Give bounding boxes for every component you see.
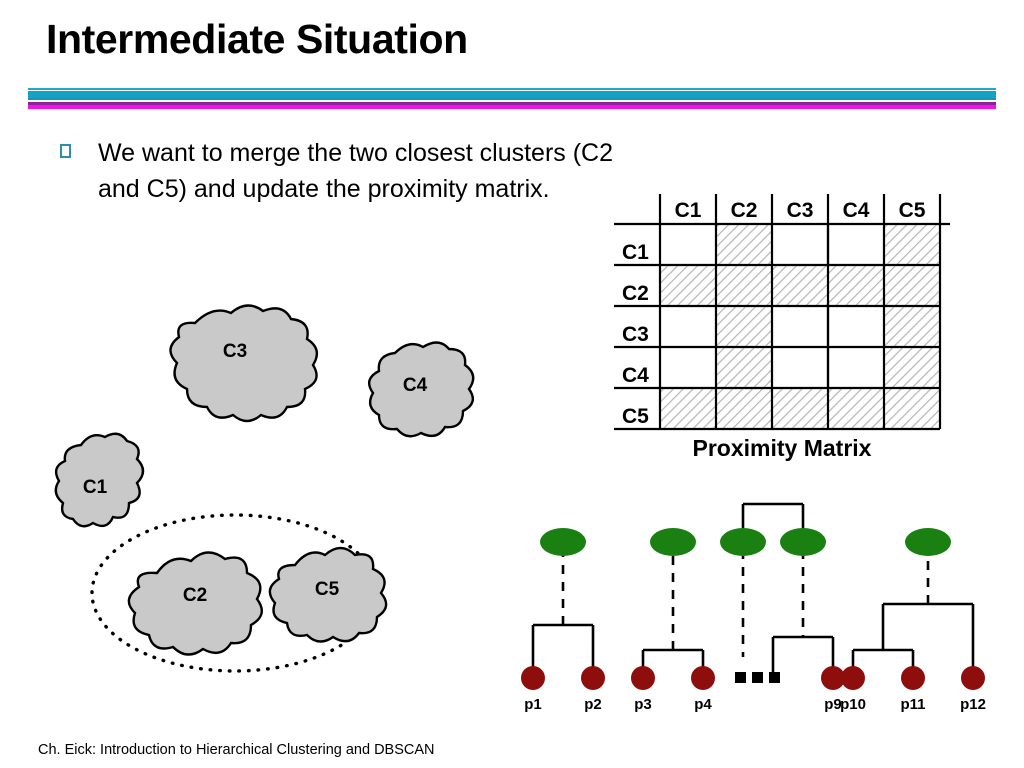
divider-band-purple <box>28 102 996 105</box>
matrix-row-header-c4: C4 <box>622 364 649 387</box>
matrix-col-header-c4: C4 <box>843 199 870 222</box>
matrix-col-header-c5: C5 <box>899 199 926 222</box>
dendrogram-leaf-p4 <box>691 666 715 690</box>
dendrogram-leaf-label-p3: p3 <box>634 696 652 713</box>
matrix-col-header-c2: C2 <box>731 199 758 222</box>
cluster-diagram: C3 C4 C1 C2 C5 <box>45 295 505 685</box>
dendrogram-group-p10-p12: p10 p11 p12 <box>840 528 986 713</box>
dendrogram-group-p3-p4: p3 p4 <box>631 528 715 713</box>
matrix-row-header-c1: C1 <box>622 241 649 264</box>
dendrogram: p1 p2 p3 p4 <box>495 482 1015 717</box>
dendrogram-group-p1-p2: p1 p2 <box>521 528 605 713</box>
dendrogram-leaf-label-p1: p1 <box>524 696 542 713</box>
dendrogram-leaf-p9 <box>821 666 845 690</box>
matrix-shaded-row-c5 <box>660 388 940 429</box>
divider-band-cyan-main <box>28 91 996 98</box>
matrix-row-header-c2: C2 <box>622 282 649 305</box>
proximity-matrix-caption: Proximity Matrix <box>692 435 872 461</box>
matrix-col-header-c1: C1 <box>675 199 702 222</box>
hollow-square-bullet-icon <box>60 144 71 158</box>
dendrogram-leaf-p10 <box>841 666 865 690</box>
divider <box>28 88 996 110</box>
dendrogram-ellipsis-icon <box>735 672 780 683</box>
bullet-item: We want to merge the two closest cluster… <box>56 136 656 207</box>
dendrogram-node-merge-right <box>780 528 826 556</box>
dendrogram-leaf-label-p10: p10 <box>840 696 866 713</box>
dendrogram-leaf-label-p9: p9 <box>824 696 842 713</box>
cluster-blob-label-c5: C5 <box>315 579 340 600</box>
cluster-blob-label-c1: C1 <box>83 477 108 498</box>
dendrogram-leaf-label-p11: p11 <box>900 696 925 713</box>
matrix-shaded-row-c2 <box>660 265 940 306</box>
dendrogram-leaf-label-p4: p4 <box>694 696 712 713</box>
dendrogram-leaf-p1 <box>521 666 545 690</box>
dendrogram-node-merge-p10-p12 <box>905 528 951 556</box>
divider-band-cyan-bottom <box>28 98 996 100</box>
divider-band-cyan-top <box>28 88 996 90</box>
cluster-blob-c1: C1 <box>54 432 145 528</box>
page-title: Intermediate Situation <box>46 16 468 62</box>
proximity-matrix: C1 C2 C3 C4 C5 C1 C2 C3 C4 C5 Proximity … <box>612 192 952 477</box>
proximity-matrix-grid: C1 C2 C3 C4 C5 C1 C2 C3 C4 C5 <box>614 194 950 431</box>
cluster-blob-c5: C5 <box>268 546 388 643</box>
dendrogram-leaf-p12 <box>961 666 985 690</box>
footer-attribution: Ch. Eick: Introduction to Hierarchical C… <box>38 742 435 758</box>
dendrogram-leaf-label-p2: p2 <box>584 696 602 713</box>
matrix-row-header-c3: C3 <box>622 323 649 346</box>
dendrogram-node-merge-p3-p4 <box>650 528 696 556</box>
dendrogram-leaf-p2 <box>581 666 605 690</box>
cluster-blob-label-c4: C4 <box>403 375 428 396</box>
divider-band-magenta <box>28 105 996 109</box>
cluster-blob-label-c3: C3 <box>223 341 247 362</box>
bullet-item-label: We want to merge the two closest cluster… <box>98 139 614 203</box>
dendrogram-group-merge-pair: p9 <box>720 502 845 713</box>
cluster-blob-label-c2: C2 <box>183 585 207 606</box>
cluster-blob-c3: C3 <box>169 304 319 423</box>
cluster-blob-c4: C4 <box>367 341 475 438</box>
cluster-blob-c2: C2 <box>127 551 263 656</box>
dendrogram-node-merge-p1-p2 <box>540 528 586 556</box>
matrix-col-header-c3: C3 <box>787 199 814 222</box>
dendrogram-leaf-p3 <box>631 666 655 690</box>
matrix-row-header-c5: C5 <box>622 405 649 428</box>
dendrogram-leaf-p11 <box>901 666 925 690</box>
dendrogram-leaf-label-p12: p12 <box>960 696 986 713</box>
dendrogram-node-merge-left <box>720 528 766 556</box>
